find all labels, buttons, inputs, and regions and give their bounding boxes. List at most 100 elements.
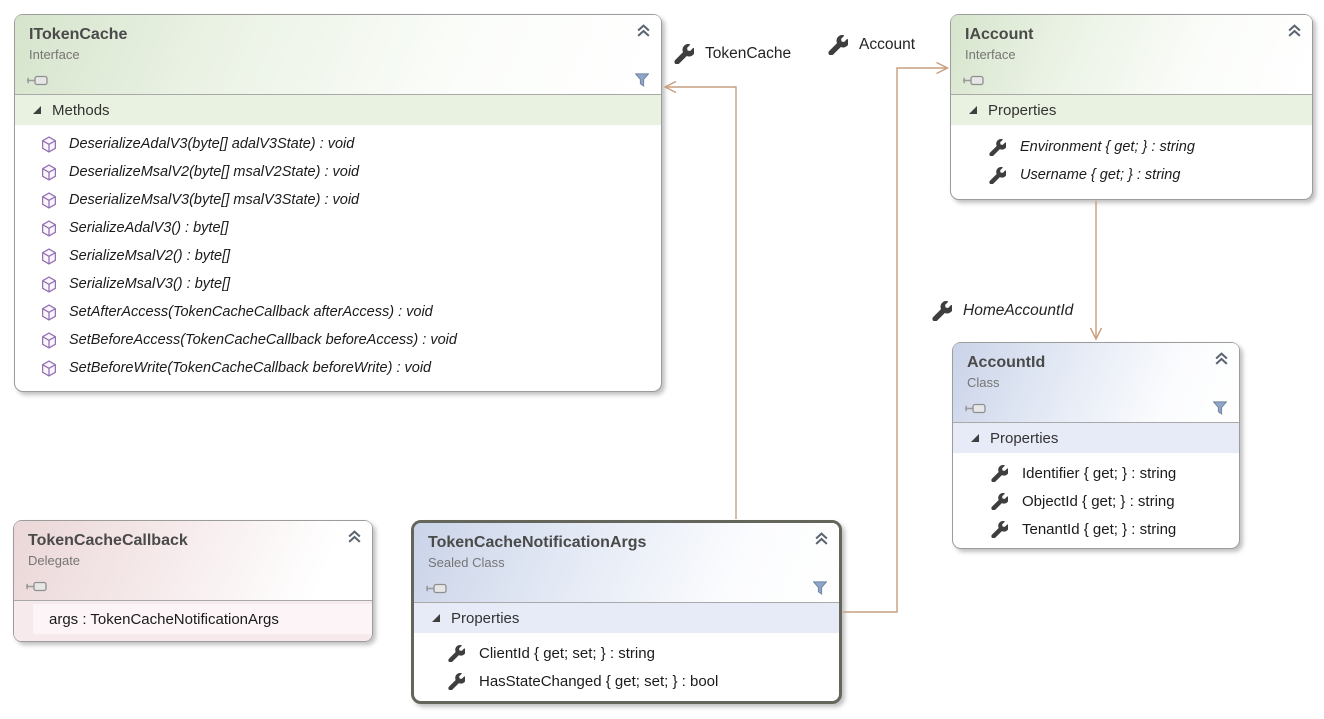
collapse-chevron-icon[interactable] — [1287, 24, 1302, 38]
node-header: TokenCacheNotificationArgs Sealed Class — [414, 523, 839, 603]
cube-icon — [41, 135, 57, 153]
section-label: Properties — [988, 101, 1057, 119]
member-text: DeserializeAdalV3(byte[] adalV3State) : … — [69, 136, 355, 152]
member-list: DeserializeAdalV3(byte[] adalV3State) : … — [15, 125, 661, 382]
member-row[interactable]: SetAfterAccess(TokenCacheCallback afterA… — [15, 298, 661, 326]
class-node-accountid[interactable]: AccountId Class Properties Identifier { … — [952, 342, 1240, 549]
node-stereotype: Class — [967, 375, 1000, 390]
member-text: SerializeAdalV3() : byte[] — [69, 220, 229, 236]
cube-icon — [41, 219, 57, 237]
member-row[interactable]: args : TokenCacheNotificationArgs — [33, 604, 372, 634]
member-text: Username { get; } : string — [1020, 167, 1181, 183]
association-tokencache-line[interactable] — [666, 86, 737, 519]
section-header-properties[interactable]: Properties — [953, 423, 1239, 453]
member-text: TenantId { get; } : string — [1022, 520, 1177, 538]
node-header: IAccount Interface — [951, 15, 1312, 95]
member-visibility-icon — [26, 581, 48, 592]
association-label-text: TokenCache — [705, 45, 792, 62]
cube-icon — [41, 303, 57, 321]
member-visibility-icon — [963, 75, 985, 86]
cube-icon — [41, 247, 57, 265]
association-label-account[interactable]: Account — [828, 34, 916, 56]
filter-icon[interactable] — [1212, 401, 1228, 415]
section-header-methods[interactable]: Methods — [15, 95, 661, 125]
association-account-arrowhead — [936, 61, 950, 75]
member-row[interactable]: Identifier { get; } : string — [953, 459, 1239, 487]
collapse-chevron-icon[interactable] — [814, 532, 829, 546]
class-node-tokencachecallback[interactable]: TokenCacheCallback Delegate args : Token… — [13, 520, 373, 642]
member-text: ClientId { get; set; } : string — [479, 644, 655, 662]
cube-icon — [41, 331, 57, 349]
wrench-icon — [991, 464, 1008, 482]
member-visibility-icon — [27, 75, 49, 86]
filter-icon[interactable] — [634, 73, 650, 87]
section-label: Properties — [990, 429, 1059, 447]
wrench-icon — [991, 520, 1008, 538]
member-row[interactable]: ObjectId { get; } : string — [953, 487, 1239, 515]
association-label-homeaccountid[interactable]: HomeAccountId — [932, 300, 1074, 322]
member-list: args : TokenCacheNotificationArgs — [14, 601, 372, 641]
collapse-chevron-icon[interactable] — [636, 24, 651, 38]
member-row[interactable]: TenantId { get; } : string — [953, 515, 1239, 543]
member-row[interactable]: DeserializeMsalV3(byte[] msalV3State) : … — [15, 186, 661, 214]
node-header: ITokenCache Interface — [15, 15, 661, 95]
member-row[interactable]: SerializeMsalV3() : byte[] — [15, 270, 661, 298]
association-label-text: Account — [859, 36, 916, 53]
member-row[interactable]: Environment { get; } : string — [951, 133, 1312, 161]
collapse-chevron-icon[interactable] — [347, 530, 362, 544]
expander-icon[interactable] — [32, 105, 42, 115]
filter-icon[interactable] — [812, 581, 828, 595]
member-text: ObjectId { get; } : string — [1022, 492, 1175, 510]
node-title: AccountId — [967, 354, 1046, 371]
association-account-line[interactable] — [843, 67, 946, 613]
expander-icon[interactable] — [970, 433, 980, 443]
member-text: SetAfterAccess(TokenCacheCallback afterA… — [69, 304, 433, 320]
member-text: args : TokenCacheNotificationArgs — [49, 610, 279, 628]
node-stereotype: Interface — [29, 47, 80, 62]
member-text: SetBeforeWrite(TokenCacheCallback before… — [69, 360, 432, 376]
cube-icon — [41, 275, 57, 293]
expander-icon[interactable] — [968, 105, 978, 115]
collapse-chevron-icon[interactable] — [1214, 352, 1229, 366]
section-header-properties[interactable]: Properties — [951, 95, 1312, 125]
wrench-icon — [448, 672, 465, 690]
wrench-icon — [991, 492, 1008, 510]
member-row[interactable]: DeserializeAdalV3(byte[] adalV3State) : … — [15, 130, 661, 158]
member-row[interactable]: SerializeMsalV2() : byte[] — [15, 242, 661, 270]
member-text: DeserializeMsalV3(byte[] msalV3State) : … — [69, 192, 360, 208]
member-row[interactable]: HasStateChanged { get; set; } : bool — [414, 667, 839, 695]
node-title: TokenCacheCallback — [28, 532, 188, 549]
node-stereotype: Interface — [965, 47, 1016, 62]
class-node-tokencachenotificationargs[interactable]: TokenCacheNotificationArgs Sealed Class … — [411, 520, 842, 704]
member-row[interactable]: SetBeforeAccess(TokenCacheCallback befor… — [15, 326, 661, 354]
node-stereotype: Delegate — [28, 553, 81, 568]
expander-icon[interactable] — [431, 613, 441, 623]
wrench-icon — [828, 34, 849, 56]
member-visibility-icon — [426, 583, 448, 594]
member-row[interactable]: SetBeforeWrite(TokenCacheCallback before… — [15, 354, 661, 382]
section-header-properties[interactable]: Properties — [414, 603, 839, 633]
node-title: TokenCacheNotificationArgs — [428, 534, 647, 551]
member-row[interactable]: DeserializeMsalV2(byte[] msalV2State) : … — [15, 158, 661, 186]
section-label: Properties — [451, 609, 520, 627]
member-text: SerializeMsalV2() : byte[] — [69, 248, 231, 264]
node-header: AccountId Class — [953, 343, 1239, 423]
member-text: SetBeforeAccess(TokenCacheCallback befor… — [69, 332, 457, 348]
class-node-iaccount[interactable]: IAccount Interface Properties Environmen… — [950, 14, 1313, 200]
class-node-itokencache[interactable]: ITokenCache Interface Methods Deserializ… — [14, 14, 662, 392]
member-row[interactable]: SerializeAdalV3() : byte[] — [15, 214, 661, 242]
cube-icon — [41, 163, 57, 181]
member-text: Environment { get; } : string — [1020, 139, 1195, 155]
wrench-icon — [932, 300, 953, 322]
member-text: HasStateChanged { get; set; } : bool — [479, 672, 719, 690]
node-stereotype: Sealed Class — [428, 555, 505, 570]
association-tokencache-arrowhead — [663, 80, 677, 94]
member-text: SerializeMsalV3() : byte[] — [69, 276, 231, 292]
association-homeaccountid-arrowhead — [1089, 327, 1103, 341]
member-row[interactable]: Username { get; } : string — [951, 161, 1312, 189]
association-label-tokencache[interactable]: TokenCache — [674, 43, 792, 65]
member-row[interactable]: ClientId { get; set; } : string — [414, 639, 839, 667]
association-label-text: HomeAccountId — [963, 302, 1074, 319]
